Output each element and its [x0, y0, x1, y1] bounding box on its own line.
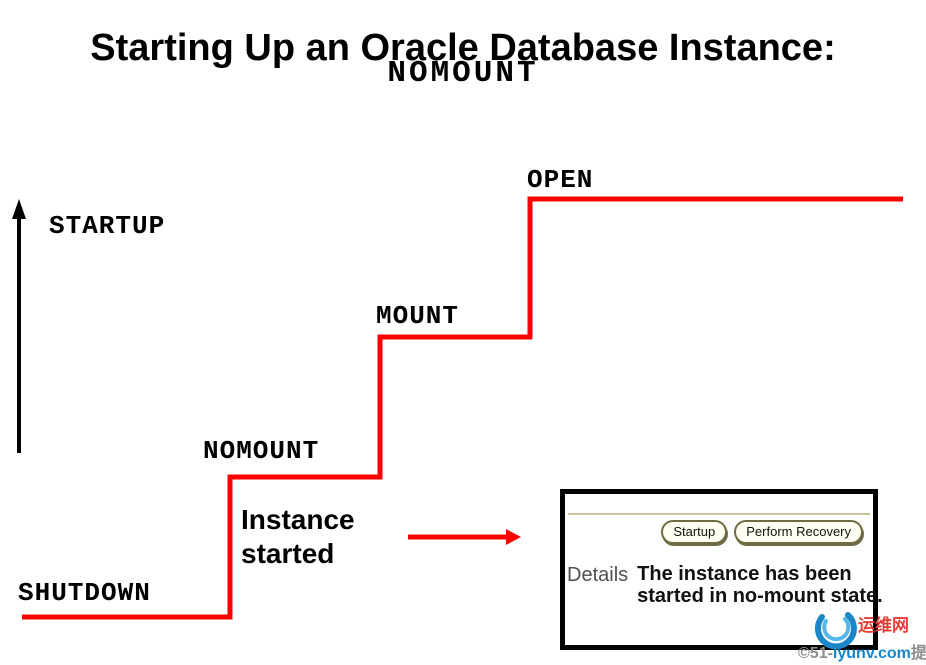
- details-text: The instance has been started in no-moun…: [637, 563, 883, 607]
- inset-button-row: Startup Perform Recovery: [661, 520, 863, 544]
- instance-started-annotation: Instance started: [241, 504, 355, 570]
- watermark-suffix: 提供: [910, 645, 926, 662]
- watermark: 运维网 ©51-lyunv.com提供: [798, 603, 926, 665]
- watermark-site-name: 运维网: [858, 616, 909, 635]
- slide-subtitle: NOMOUNT: [387, 56, 539, 91]
- step-label-shutdown: SHUTDOWN: [18, 578, 151, 608]
- watermark-copyright: ©51-: [798, 645, 833, 662]
- step-label-open: OPEN: [527, 165, 594, 195]
- startup-button[interactable]: Startup: [661, 520, 728, 544]
- details-label: Details: [567, 564, 629, 586]
- slide-title: Starting Up an Oracle Database Instance:: [90, 27, 836, 70]
- startup-axis-arrowhead-icon: [12, 199, 26, 219]
- details-row: Details The instance has been started in…: [567, 563, 883, 607]
- step-label-nomount: NOMOUNT: [203, 436, 320, 466]
- state-step-line: [22, 196, 903, 620]
- axis-label-startup: STARTUP: [49, 211, 166, 241]
- watermark-domain-line: ©51-lyunv.com提供: [798, 639, 926, 663]
- step-label-mount: MOUNT: [376, 301, 460, 331]
- inset-divider: [568, 513, 870, 515]
- pointer-arrowhead-icon: [506, 529, 521, 545]
- watermark-domain: lyunv.com: [832, 645, 911, 662]
- watermark-swirl-icon: [815, 612, 857, 650]
- perform-recovery-button[interactable]: Perform Recovery: [734, 520, 863, 544]
